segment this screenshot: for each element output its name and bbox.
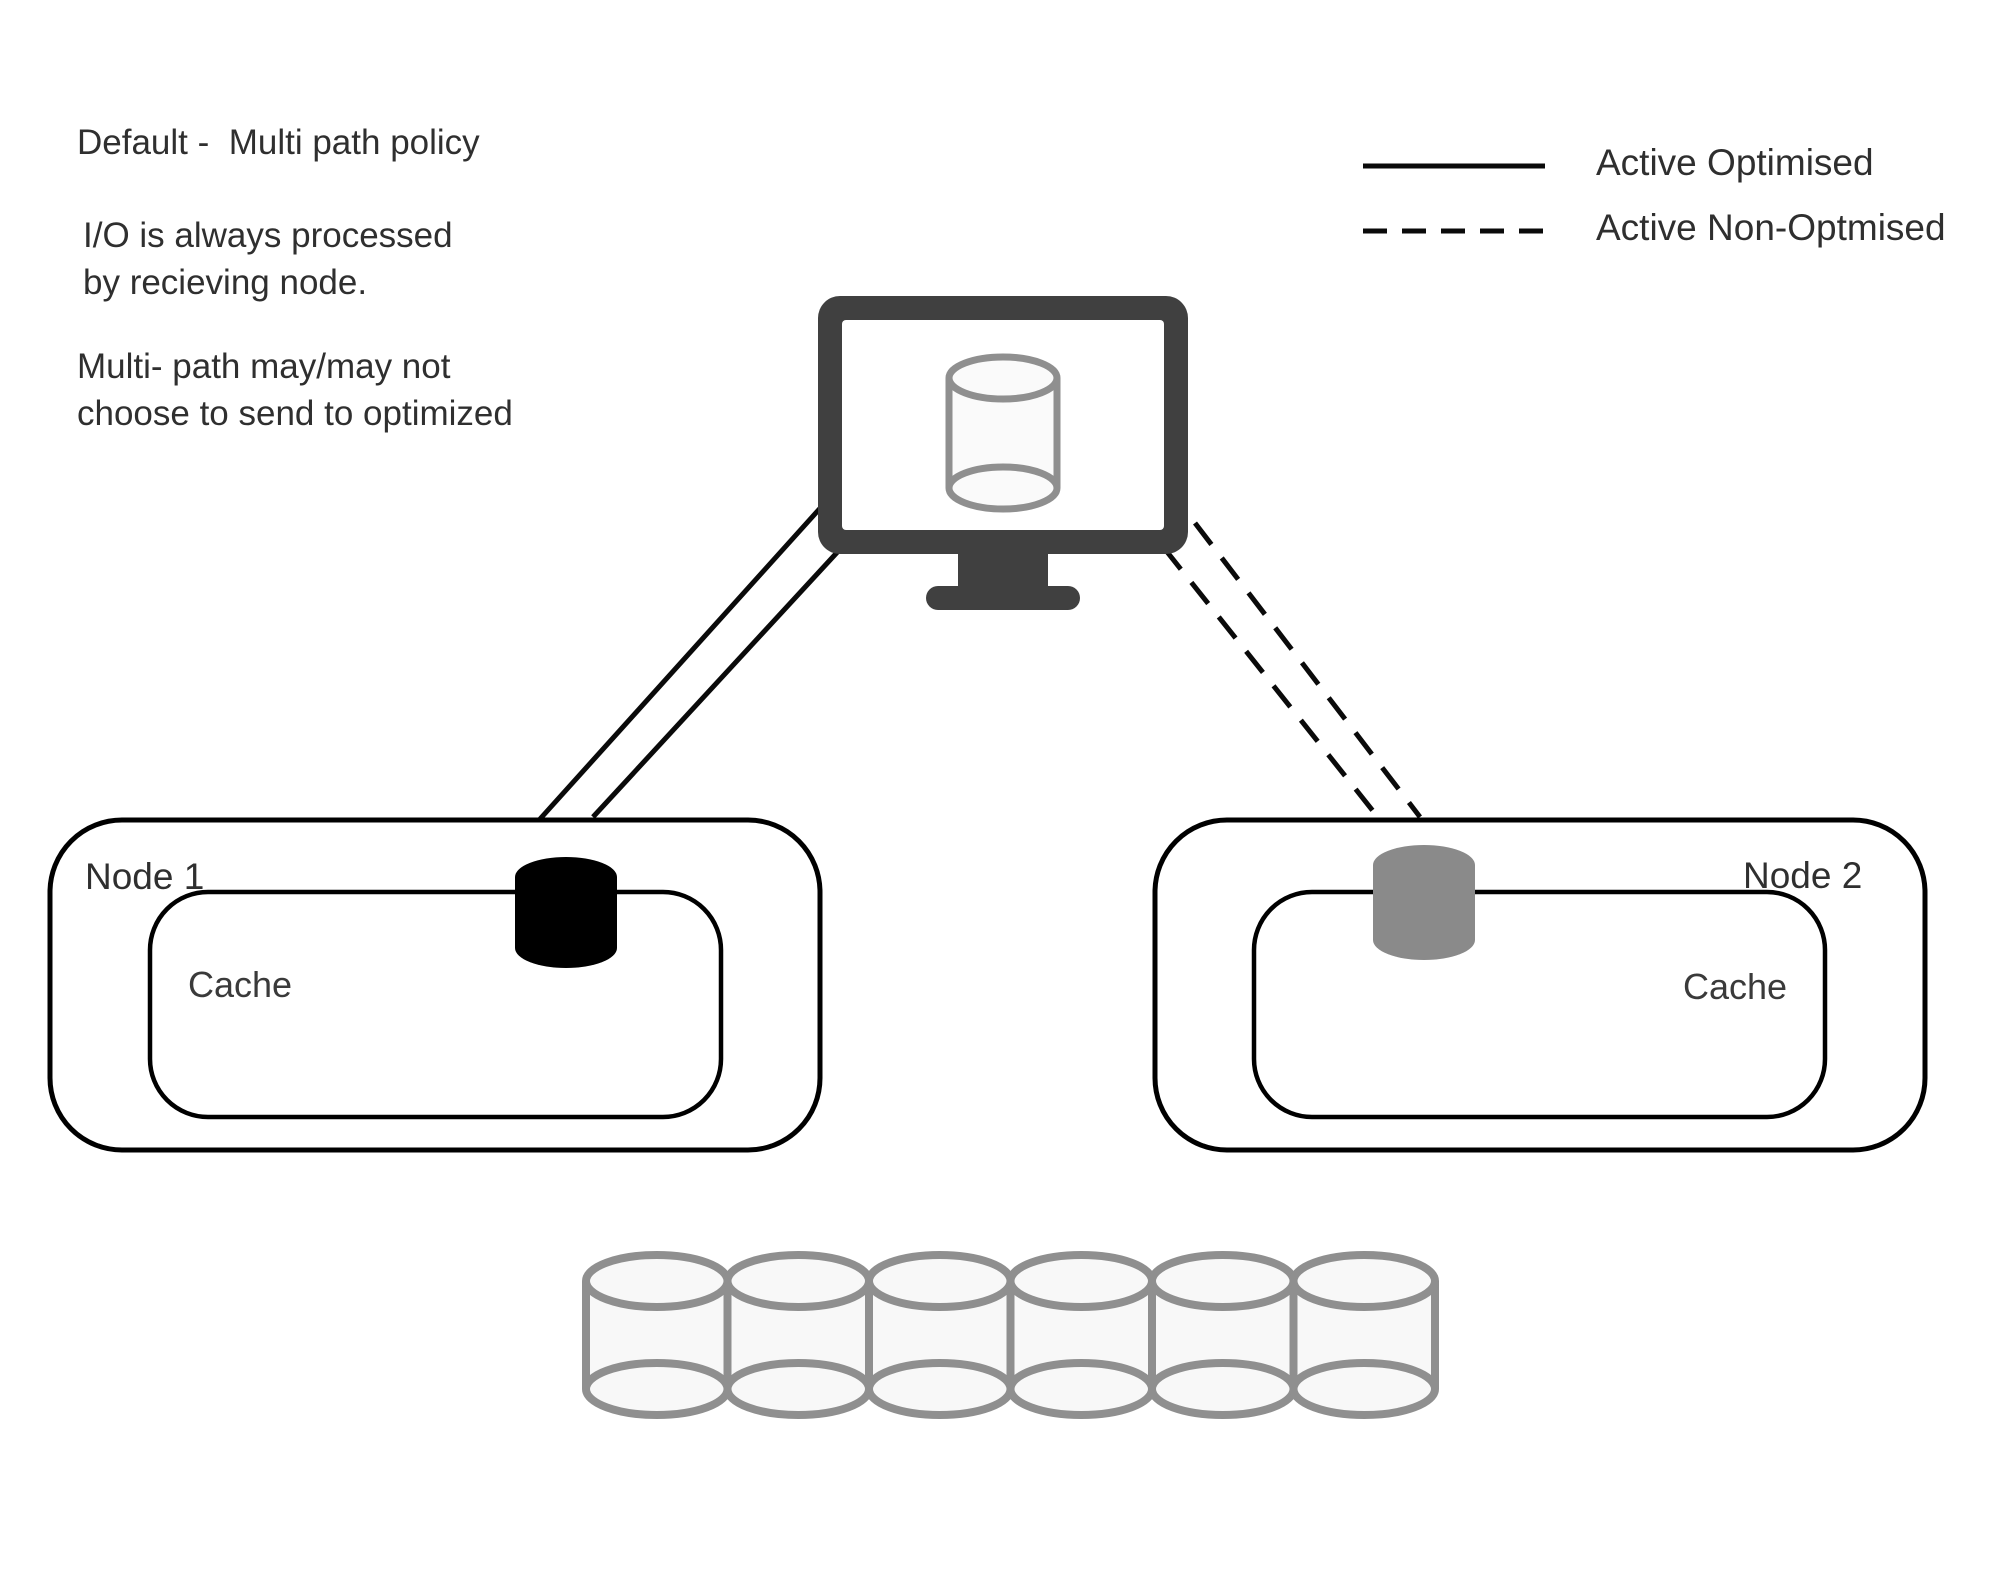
path-host-to-node1 — [538, 503, 845, 821]
annotation-io-note: I/O is always processed by recieving nod… — [83, 216, 453, 302]
screen-volume-cylinder-icon — [945, 353, 1061, 513]
node2-label: Node 2 — [1743, 855, 1863, 896]
active-optimised-line-1 — [538, 503, 825, 821]
legend-label-active-non-optimised: Active Non-Optmised — [1596, 207, 1946, 248]
host-monitor-icon — [818, 296, 1188, 610]
active-optimised-line-2 — [591, 544, 845, 819]
active-non-optimised-line-1 — [1193, 521, 1422, 819]
node2-volume-cylinder-icon — [1373, 845, 1475, 960]
active-non-optimised-line-2 — [1162, 546, 1379, 818]
disk-cylinder — [1289, 1251, 1439, 1419]
node1-volume-cylinder-icon — [515, 857, 617, 968]
disk-array — [582, 1251, 1439, 1419]
annotation-multipath-note: Multi- path may/may not choose to send t… — [77, 347, 513, 433]
monitor-stand-neck — [958, 554, 1048, 590]
path-host-to-node2 — [1162, 521, 1422, 819]
diagram-title: Default - Multi path policy — [77, 123, 480, 162]
node1-cache-label: Cache — [188, 964, 293, 1005]
legend-label-active-optimised: Active Optimised — [1596, 142, 1874, 183]
monitor-stand-base — [926, 586, 1080, 610]
node1-label: Node 1 — [85, 856, 205, 897]
node2-cache-label: Cache — [1683, 966, 1788, 1007]
